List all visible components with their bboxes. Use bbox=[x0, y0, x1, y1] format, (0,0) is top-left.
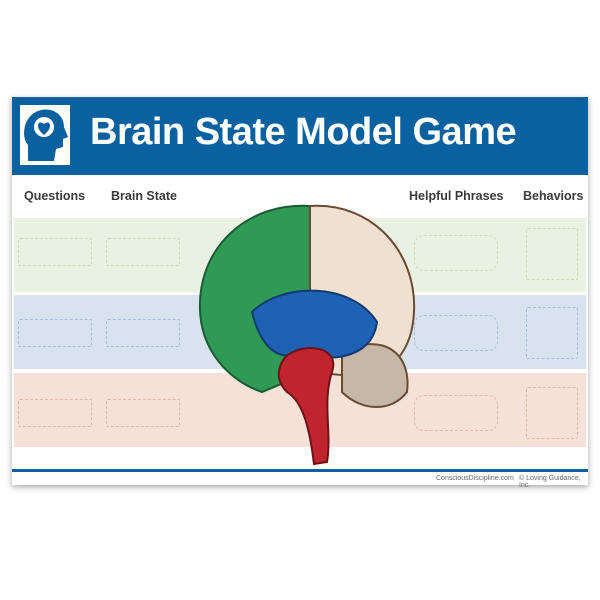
cerebellum bbox=[341, 343, 409, 408]
brain-illustration bbox=[198, 204, 416, 466]
game-board: Brain State Model Game Questions Brain S… bbox=[12, 97, 588, 489]
behavior-slot[interactable] bbox=[526, 387, 578, 439]
header-banner: Brain State Model Game bbox=[12, 97, 588, 175]
brain-state-slot[interactable] bbox=[106, 319, 180, 347]
column-header-behaviors: Behaviors bbox=[523, 189, 584, 203]
page-title: Brain State Model Game bbox=[90, 111, 517, 153]
column-header-brain-state: Brain State bbox=[111, 189, 177, 203]
brain-state-slot[interactable] bbox=[106, 238, 180, 266]
footer-line bbox=[12, 469, 588, 472]
limbic-system-blue bbox=[250, 289, 379, 359]
footer-copyright: © Loving Guidance, Inc. bbox=[519, 475, 581, 489]
question-slot[interactable] bbox=[18, 319, 92, 347]
phrase-bubble-slot[interactable] bbox=[414, 315, 498, 351]
phrase-bubble-slot[interactable] bbox=[414, 395, 498, 431]
brain-state-slot[interactable] bbox=[106, 399, 180, 427]
column-header-helpful-phrases: Helpful Phrases bbox=[409, 189, 504, 203]
footer-website: ConsciousDiscipline.com bbox=[436, 475, 514, 482]
head-with-heart-icon bbox=[20, 105, 70, 165]
column-header-questions: Questions bbox=[24, 189, 86, 203]
behavior-slot[interactable] bbox=[526, 228, 578, 280]
question-slot[interactable] bbox=[18, 399, 92, 427]
question-slot[interactable] bbox=[18, 238, 92, 266]
phrase-bubble-slot[interactable] bbox=[414, 235, 498, 271]
brain-stem-red bbox=[277, 347, 335, 466]
behavior-slot[interactable] bbox=[526, 307, 578, 359]
